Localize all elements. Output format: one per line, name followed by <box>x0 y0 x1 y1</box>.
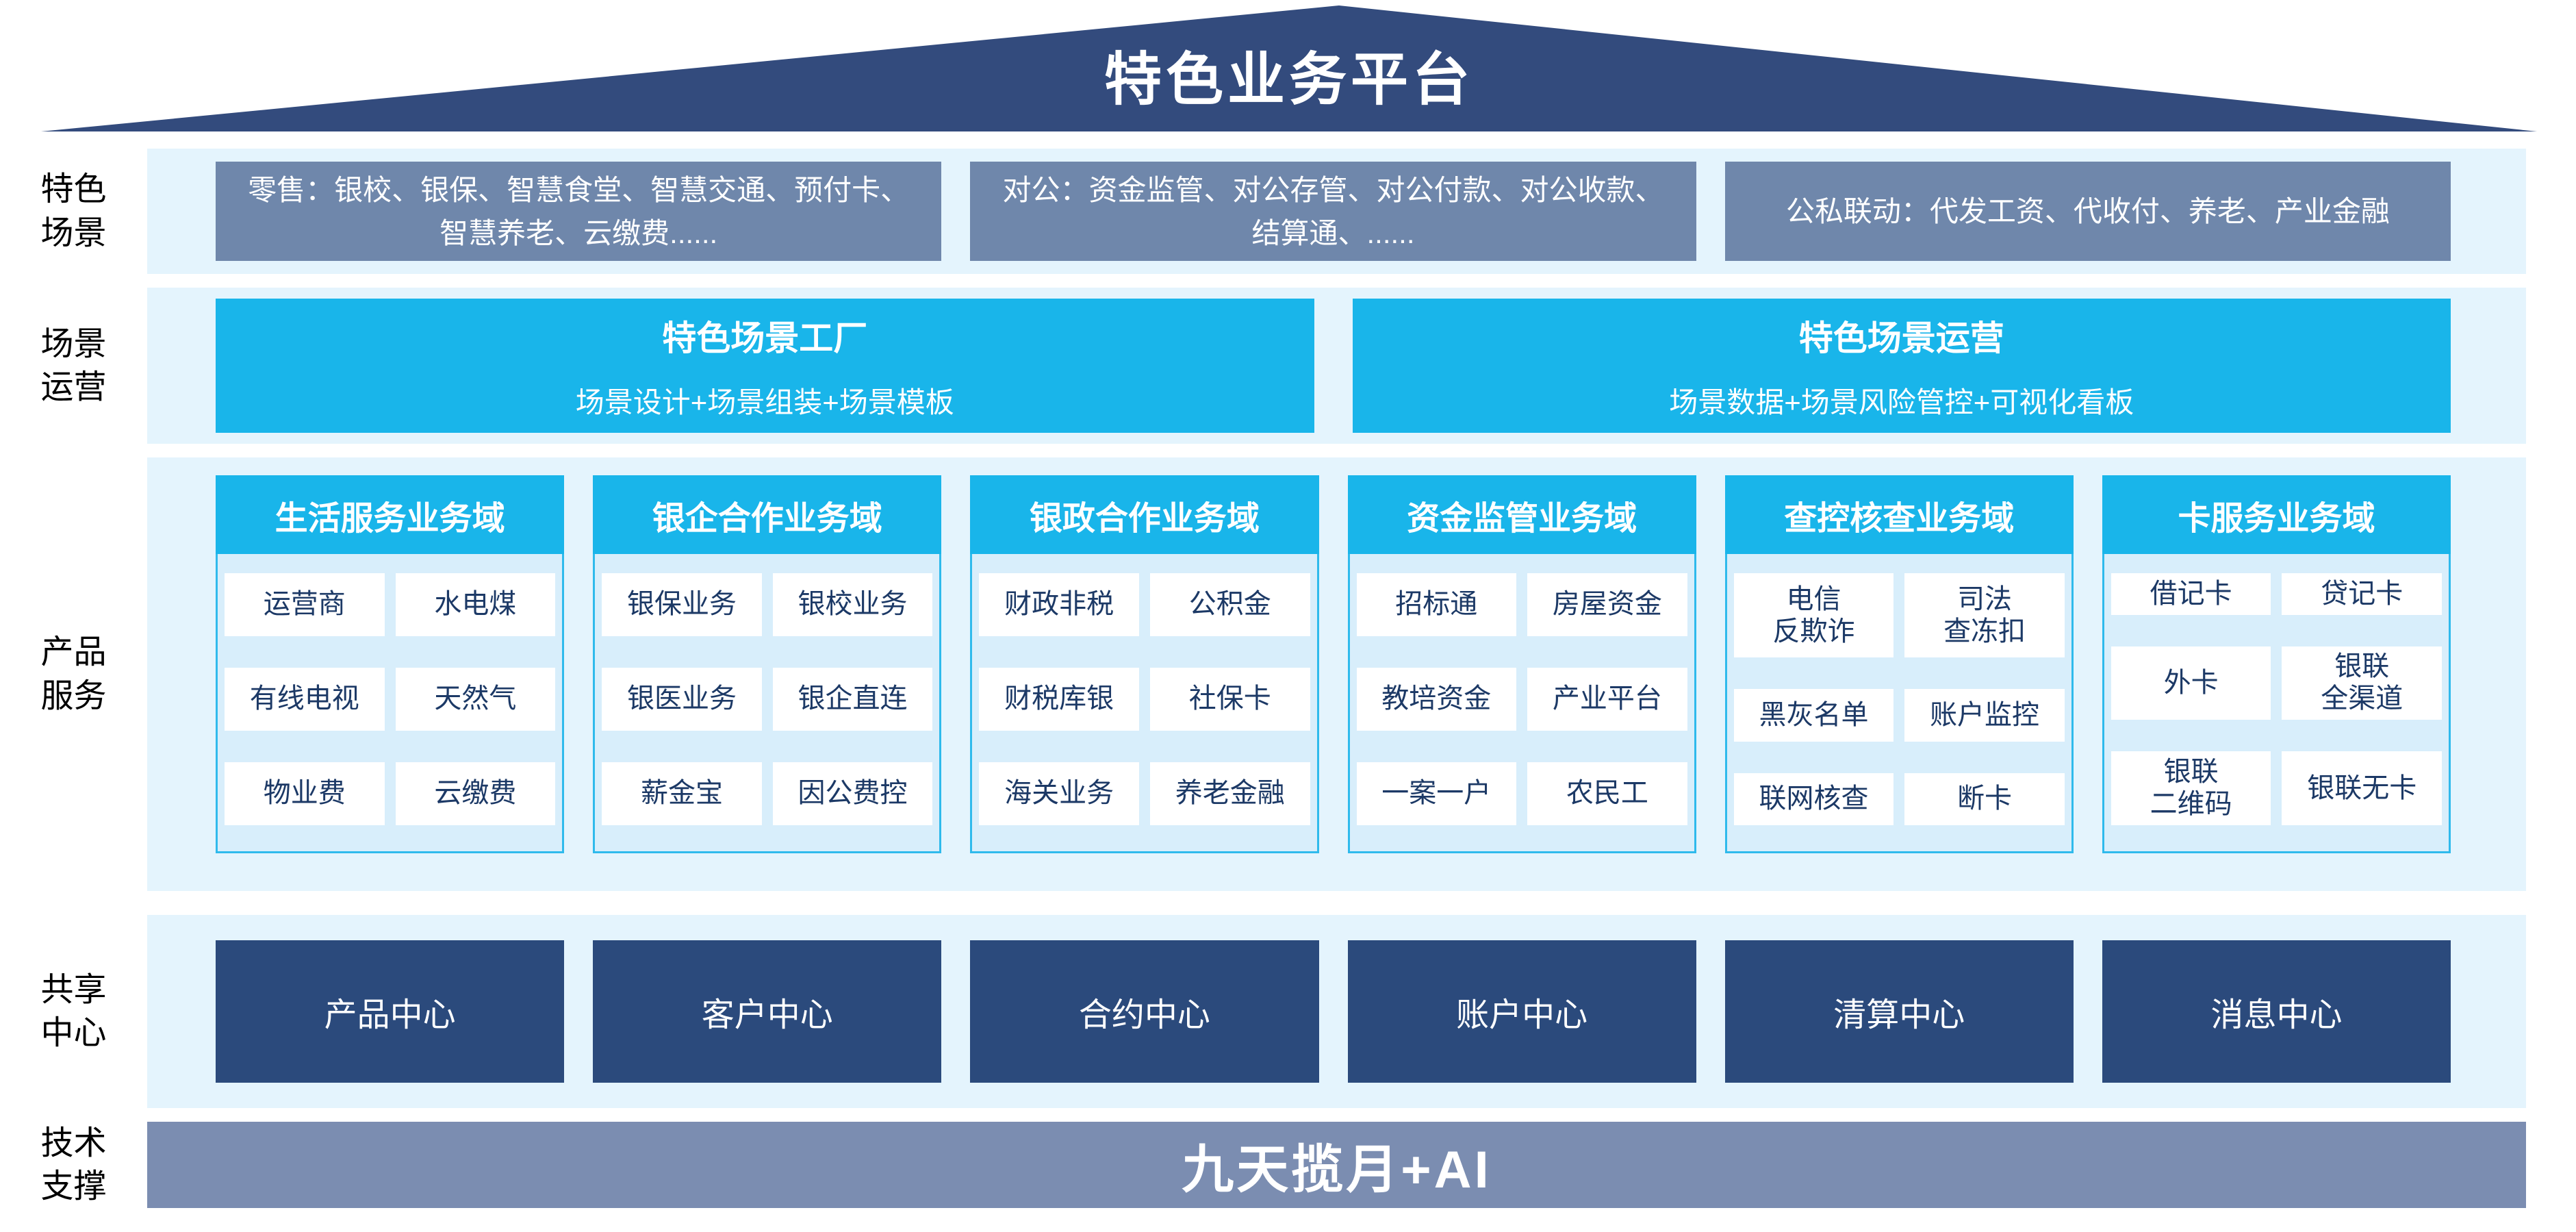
product-cell: 财税库银 <box>979 668 1139 731</box>
side-label-scene-operation: 场景 运营 <box>40 325 107 405</box>
center-box-product: 产品中心 <box>216 940 565 1083</box>
product-cell: 薪金宝 <box>602 762 762 825</box>
product-cell: 招标通 <box>1356 573 1517 636</box>
product-cell: 有线电视 <box>225 668 385 731</box>
product-cell: 银企直连 <box>772 668 933 731</box>
product-cell: 社保卡 <box>1149 668 1310 731</box>
product-column-card-services: 卡服务业务域 借记卡 贷记卡 外卡 银联 全渠道 银联 二维码 银联无卡 <box>2102 475 2451 853</box>
product-cell: 房屋资金 <box>1527 573 1687 636</box>
column-body: 银保业务 银校业务 银医业务 银企直连 薪金宝 因公费控 <box>593 554 942 853</box>
column-body: 运营商 水电煤 有线电视 天然气 物业费 云缴费 <box>216 554 565 853</box>
column-header: 生活服务业务域 <box>216 475 565 554</box>
column-body: 电信 反欺诈 司法 查冻扣 黑灰名单 账户监控 联网核查 断卡 <box>1724 554 2074 853</box>
product-cell: 银联无卡 <box>2282 751 2443 825</box>
ops-box-subtitle: 场景设计+场景组装+场景模板 <box>575 386 954 418</box>
product-cell: 产业平台 <box>1527 668 1687 731</box>
product-cell: 银联 二维码 <box>2110 751 2271 825</box>
product-cell: 银校业务 <box>772 573 933 636</box>
product-cell: 账户监控 <box>1904 689 2065 742</box>
product-cell: 联网核查 <box>1733 772 1894 825</box>
product-cell: 农民工 <box>1527 762 1687 825</box>
column-header: 查控核查业务域 <box>1724 475 2074 554</box>
scene-box-public-private-linkage: 公私联动：代发工资、代收付、养老、产业金融 <box>1724 162 2451 261</box>
column-header: 卡服务业务域 <box>2102 475 2451 554</box>
product-cell: 断卡 <box>1904 772 2065 825</box>
product-cell: 云缴费 <box>395 762 556 825</box>
product-cell: 银联 全渠道 <box>2282 646 2443 720</box>
center-box-customer: 客户中心 <box>593 940 942 1083</box>
product-cell: 财政非税 <box>979 573 1139 636</box>
center-box-clearing: 清算中心 <box>1724 940 2074 1083</box>
column-header: 银政合作业务域 <box>970 475 1319 554</box>
product-column-bank-enterprise: 银企合作业务域 银保业务 银校业务 银医业务 银企直连 薪金宝 因公费控 <box>593 475 942 853</box>
product-column-life-services: 生活服务业务域 运营商 水电煤 有线电视 天然气 物业费 云缴费 <box>216 475 565 853</box>
product-services-band: 生活服务业务域 运营商 水电煤 有线电视 天然气 物业费 云缴费 银企合作业务域… <box>147 457 2526 891</box>
column-header: 银企合作业务域 <box>593 475 942 554</box>
side-label-special-scenes: 特色 场景 <box>40 171 107 251</box>
side-label-product-services: 产品 服务 <box>40 634 107 714</box>
product-cell: 天然气 <box>395 668 556 731</box>
tech-support-bar: 九天揽月+AI <box>147 1122 2526 1208</box>
product-cell: 外卡 <box>2110 646 2271 720</box>
product-column-fund-supervision: 资金监管业务域 招标通 房屋资金 教培资金 产业平台 一案一户 农民工 <box>1347 475 1696 853</box>
special-scenes-band: 零售：银校、银保、智慧食堂、智慧交通、预付卡、智慧养老、云缴费...... 对公… <box>147 149 2526 274</box>
column-body: 财政非税 公积金 财税库银 社保卡 海关业务 养老金融 <box>970 554 1319 853</box>
side-label-shared-centers: 共享 中心 <box>40 971 107 1051</box>
product-cell: 银保业务 <box>602 573 762 636</box>
column-body: 借记卡 贷记卡 外卡 银联 全渠道 银联 二维码 银联无卡 <box>2102 554 2451 853</box>
product-cell: 公积金 <box>1149 573 1310 636</box>
tech-bar-label: 九天揽月+AI <box>1182 1141 1492 1199</box>
product-cell: 海关业务 <box>979 762 1139 825</box>
center-box-account: 账户中心 <box>1347 940 1696 1083</box>
product-cell: 物业费 <box>225 762 385 825</box>
product-column-inspection-verification: 查控核查业务域 电信 反欺诈 司法 查冻扣 黑灰名单 账户监控 联网核查 断卡 <box>1724 475 2074 853</box>
product-cell: 电信 反欺诈 <box>1733 573 1894 658</box>
scene-box-corporate: 对公：资金监管、对公存管、对公付款、对公收款、结算通、...... <box>970 162 1696 261</box>
column-header: 资金监管业务域 <box>1347 475 1696 554</box>
ops-box-title: 特色场景工厂 <box>662 318 868 357</box>
product-cell: 养老金融 <box>1149 762 1310 825</box>
scene-operation-band: 特色场景工厂 场景设计+场景组装+场景模板 特色场景运营 场景数据+场景风险管控… <box>147 288 2526 444</box>
product-cell: 因公费控 <box>772 762 933 825</box>
column-body: 招标通 房屋资金 教培资金 产业平台 一案一户 农民工 <box>1347 554 1696 853</box>
center-box-contract: 合约中心 <box>970 940 1319 1083</box>
ops-box-subtitle: 场景数据+场景风险管控+可视化看板 <box>1669 386 2134 418</box>
scene-box-retail: 零售：银校、银保、智慧食堂、智慧交通、预付卡、智慧养老、云缴费...... <box>216 162 942 261</box>
product-cell: 水电煤 <box>395 573 556 636</box>
ops-box-scene-operation: 特色场景运营 场景数据+场景风险管控+可视化看板 <box>1352 299 2451 433</box>
ops-box-scene-factory: 特色场景工厂 场景设计+场景组装+场景模板 <box>216 299 1314 433</box>
product-cell: 教培资金 <box>1356 668 1517 731</box>
product-cell: 一案一户 <box>1356 762 1517 825</box>
product-cell: 贷记卡 <box>2282 573 2443 615</box>
shared-centers-band: 产品中心 客户中心 合约中心 账户中心 清算中心 消息中心 <box>147 915 2526 1108</box>
product-column-bank-government: 银政合作业务域 财政非税 公积金 财税库银 社保卡 海关业务 养老金融 <box>970 475 1319 853</box>
product-cell: 黑灰名单 <box>1733 689 1894 742</box>
product-cell: 运营商 <box>225 573 385 636</box>
product-cell: 银医业务 <box>602 668 762 731</box>
platform-roof: 特色业务平台 <box>41 5 2537 131</box>
product-cell: 借记卡 <box>2110 573 2271 615</box>
platform-title: 特色业务平台 <box>1104 47 1474 112</box>
center-box-message: 消息中心 <box>2102 940 2451 1083</box>
side-label-tech-support: 技术 支撑 <box>40 1124 107 1205</box>
product-cell: 司法 查冻扣 <box>1904 573 2065 658</box>
ops-box-title: 特色场景运营 <box>1798 318 2004 357</box>
